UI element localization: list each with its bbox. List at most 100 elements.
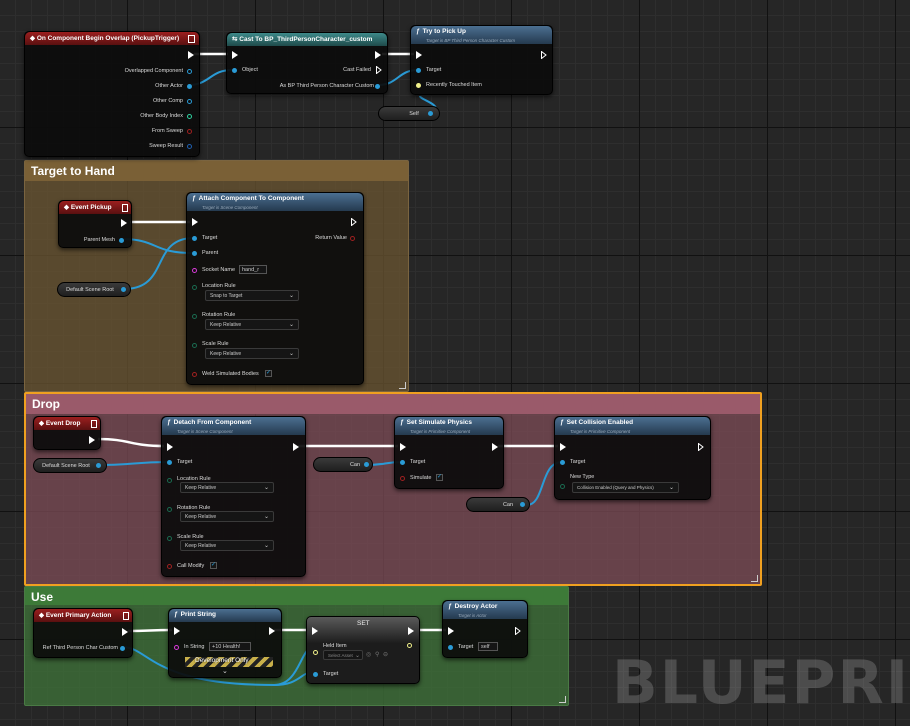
call-modify-checkbox[interactable]: ✓ xyxy=(210,562,217,569)
object-pin[interactable] xyxy=(120,646,125,651)
enum-pin[interactable] xyxy=(192,285,197,290)
object-pin[interactable] xyxy=(364,462,369,467)
enum-pin[interactable] xyxy=(192,343,197,348)
weld-checkbox[interactable]: ✓ xyxy=(265,370,272,377)
exec-in-pin[interactable] xyxy=(174,627,180,635)
resize-handle[interactable] xyxy=(399,382,406,389)
close-icon[interactable] xyxy=(122,204,128,212)
object-pin[interactable] xyxy=(119,238,124,243)
simulate-checkbox[interactable]: ✓ xyxy=(436,474,443,481)
bool-pin[interactable] xyxy=(350,236,355,241)
bool-pin[interactable] xyxy=(400,476,405,481)
event-node-primary-action[interactable]: ◆ Event Primary Action Ref Third Person … xyxy=(33,608,133,658)
exec-in-pin[interactable] xyxy=(448,627,454,635)
enum-pin[interactable] xyxy=(192,314,197,319)
cast-node[interactable]: ⇆ Cast To BP_ThirdPersonCharacter_custom… xyxy=(226,32,388,94)
item-out-pin[interactable] xyxy=(407,643,412,648)
close-icon[interactable] xyxy=(123,612,129,620)
chevron-down-icon[interactable]: ⌄ xyxy=(222,668,228,675)
exec-out-pin[interactable] xyxy=(375,51,381,59)
enum-pin[interactable] xyxy=(167,507,172,512)
exec-out-pin[interactable] xyxy=(89,436,95,444)
object-pin[interactable] xyxy=(428,111,433,116)
exec-out-pin[interactable] xyxy=(122,628,128,636)
enum-pin[interactable] xyxy=(167,478,172,483)
rotation-rule-dropdown[interactable]: Keep Relative⌄ xyxy=(205,319,299,330)
bool-pin[interactable] xyxy=(187,129,192,134)
item-pin[interactable] xyxy=(313,650,318,655)
default-scene-root-node[interactable]: Default Scene Root xyxy=(57,282,131,297)
object-pin[interactable] xyxy=(167,460,172,465)
default-scene-root-node[interactable]: Default Scene Root xyxy=(33,458,107,473)
exec-out-pin[interactable] xyxy=(541,50,547,60)
self-node[interactable]: Self xyxy=(378,106,440,121)
enum-pin[interactable] xyxy=(167,536,172,541)
rotation-rule-dropdown[interactable]: Keep Relative⌄ xyxy=(180,511,274,522)
target-self-input[interactable]: self xyxy=(478,642,498,651)
close-icon[interactable] xyxy=(91,420,97,428)
exec-out-pin[interactable] xyxy=(269,627,275,635)
exec-in-pin[interactable] xyxy=(416,51,422,59)
exec-out-pin[interactable] xyxy=(188,51,194,59)
event-node-pickup[interactable]: ◆ Event Pickup Parent Mesh xyxy=(58,200,132,248)
enum-pin[interactable] xyxy=(560,484,565,489)
bool-pin[interactable] xyxy=(192,372,197,377)
new-type-dropdown[interactable]: Collision Enabled (Query and Physics)⌄ xyxy=(572,482,679,493)
exec-out-pin[interactable] xyxy=(351,217,357,227)
int-pin[interactable] xyxy=(187,114,192,119)
set-variable-node[interactable]: SET Held Item Select Asset⌄ ◎ ⚲ ⊖ Target xyxy=(306,616,420,684)
string-pin[interactable] xyxy=(174,645,179,650)
object-pin[interactable] xyxy=(192,236,197,241)
object-pin[interactable] xyxy=(232,68,237,73)
close-icon[interactable] xyxy=(188,35,195,43)
object-pin[interactable] xyxy=(187,84,192,89)
exec-out-pin-failed[interactable] xyxy=(376,65,382,75)
browse-icon[interactable]: ◎ xyxy=(366,652,372,658)
exec-out-pin[interactable] xyxy=(515,626,521,636)
resize-handle[interactable] xyxy=(559,696,566,703)
exec-in-pin[interactable] xyxy=(192,218,198,226)
object-pin[interactable] xyxy=(96,463,101,468)
scale-rule-dropdown[interactable]: Keep Relative⌄ xyxy=(205,348,299,359)
object-pin[interactable] xyxy=(400,460,405,465)
location-rule-dropdown[interactable]: Keep Relative⌄ xyxy=(180,482,274,493)
struct-pin[interactable] xyxy=(187,144,192,149)
object-pin[interactable] xyxy=(520,502,525,507)
exec-in-pin[interactable] xyxy=(232,51,238,59)
can-variable-node[interactable]: Can xyxy=(466,497,530,512)
object-pin[interactable] xyxy=(192,251,197,256)
event-node-overlap[interactable]: ◆ On Component Begin Overlap (PickupTrig… xyxy=(24,31,200,157)
can-variable-node[interactable]: Can xyxy=(313,457,373,472)
location-rule-dropdown[interactable]: Snap to Target⌄ xyxy=(205,290,299,301)
object-pin[interactable] xyxy=(560,460,565,465)
exec-out-pin[interactable] xyxy=(698,442,704,452)
item-pin[interactable] xyxy=(416,83,421,88)
object-pin[interactable] xyxy=(187,99,192,104)
exec-in-pin[interactable] xyxy=(312,627,318,635)
name-pin[interactable] xyxy=(192,268,197,273)
exec-in-pin[interactable] xyxy=(560,443,566,451)
exec-out-pin[interactable] xyxy=(492,443,498,451)
comment-drop[interactable]: Drop xyxy=(24,392,762,586)
socket-name-input[interactable]: hand_r xyxy=(239,265,267,274)
event-node-drop[interactable]: ◆ Event Drop xyxy=(33,416,101,450)
select-asset-dropdown[interactable]: Select Asset⌄ xyxy=(323,650,363,660)
object-pin[interactable] xyxy=(121,287,126,292)
exec-out-pin[interactable] xyxy=(408,627,414,635)
exec-in-pin[interactable] xyxy=(167,443,173,451)
object-pin[interactable] xyxy=(187,69,192,74)
scale-rule-dropdown[interactable]: Keep Relative⌄ xyxy=(180,540,274,551)
resize-handle[interactable] xyxy=(751,575,758,582)
in-string-input[interactable]: +10 Health! xyxy=(209,642,251,651)
search-icon[interactable]: ⚲ xyxy=(375,652,380,658)
object-pin[interactable] xyxy=(375,84,380,89)
exec-out-pin[interactable] xyxy=(121,219,127,227)
clear-icon[interactable]: ⊖ xyxy=(383,652,389,658)
